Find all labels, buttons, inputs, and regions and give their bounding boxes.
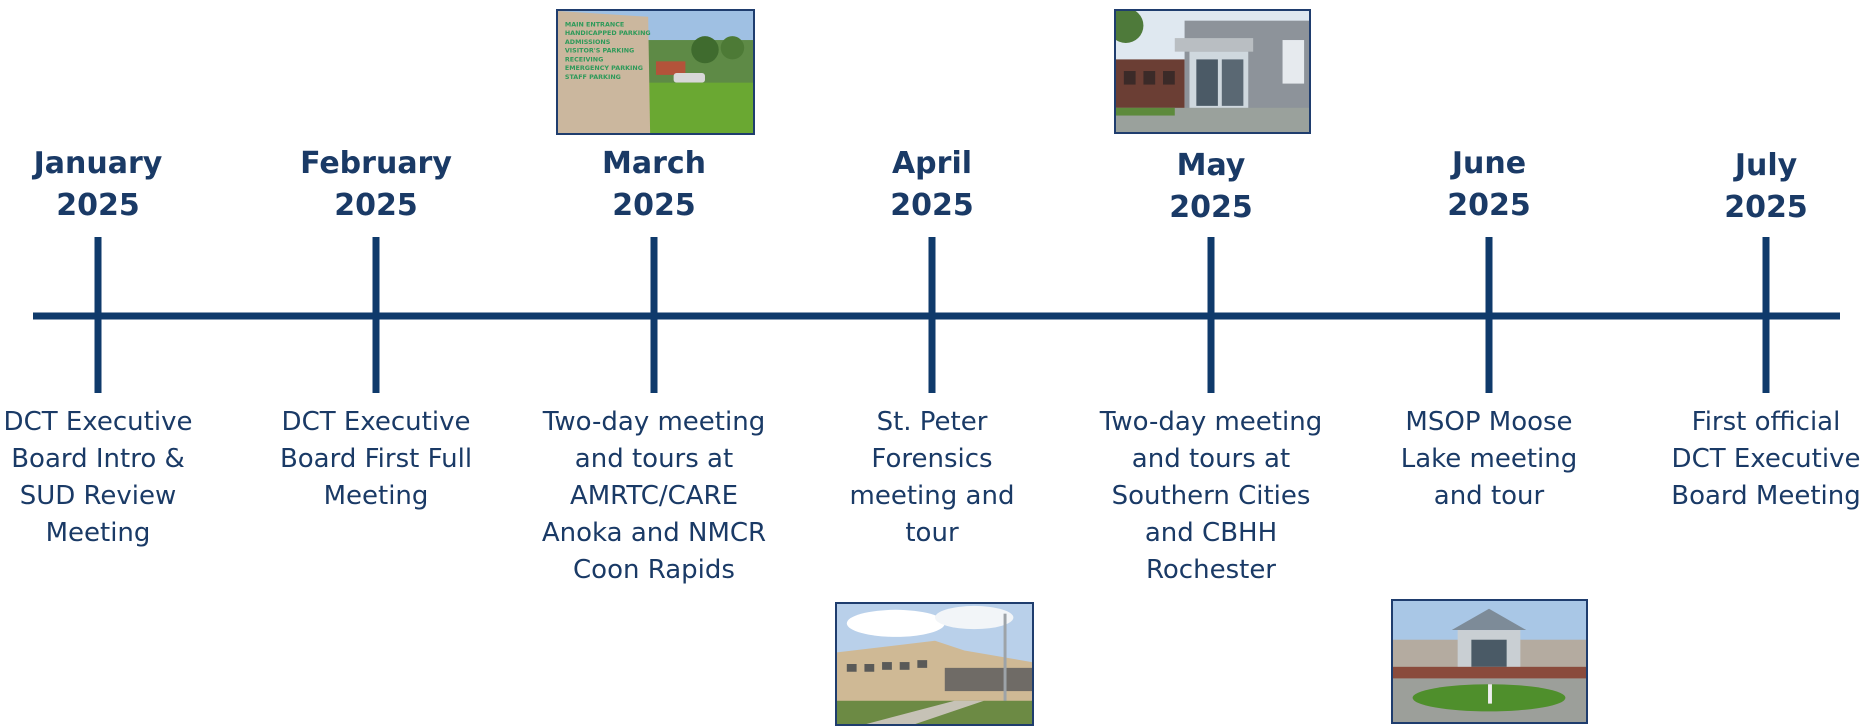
month-year: 2025 [890,188,974,223]
building-image [837,604,1032,724]
sign-text-line: HANDICAPPED PARKING [565,30,651,37]
month-year: 2025 [56,188,140,223]
milestone-label-july: July 2025 [1646,145,1876,229]
sign-text-line: MAIN ENTRANCE [565,22,624,29]
event-text-line: Lake meeting [1400,444,1578,474]
event-text-line: Board First Full [279,444,473,474]
event-text-line: Rochester [1146,555,1276,585]
event-text-line: Two-day meeting [542,407,766,437]
event-text-line: AMRTC/CARE [569,481,739,511]
sign-text-line: RECEIVING [565,56,603,63]
event-text-line: Anoka and NMCR [541,518,767,548]
event-text-line: DCT Executive [1671,444,1861,474]
sign-text-line: VISITOR'S PARKING [565,48,634,55]
event-text-line: and tours at [574,444,734,474]
event-text-line: DCT Executive [281,407,471,437]
event-text-line: DCT Executive [3,407,193,437]
sign-text-line: ADMISSIONS [565,39,611,46]
sign-text-line: STAFF PARKING [565,74,621,81]
milestone-label-january: January 2025 [0,143,218,227]
event-text-line: and tours at [1131,444,1291,474]
event-text-line: SUD Review [19,481,177,511]
month-name: March [601,146,707,181]
building-image [1116,11,1309,132]
sign-text-line: EMERGENCY PARKING [565,65,643,72]
event-text-line: tour [905,518,959,548]
milestone-label-march: March 2025 [534,143,774,227]
event-text-line: Two-day meeting [1099,407,1323,437]
month-year: 2025 [612,188,696,223]
event-text-line: meeting and [849,481,1015,511]
event-text-line: Board Meeting [1671,481,1861,511]
may-building-photo [1114,9,1311,134]
event-text-line: Meeting [323,481,429,511]
event-text-line: Coon Rapids [573,555,735,585]
event-text-line: MSOP Moose [1405,407,1573,437]
event-text-line: Board Intro & [11,444,185,474]
milestone-event-may: Two-day meeting and tours at Southern Citi… [1086,404,1336,589]
event-text-line: St. Peter [876,407,988,437]
month-name: May [1176,148,1246,183]
month-name: June [1451,146,1527,181]
month-year: 2025 [1169,190,1253,225]
month-name: April [891,146,973,181]
month-year: 2025 [1447,188,1531,223]
timeline-ticks [94,237,1770,393]
month-name: July [1734,148,1798,183]
event-text-line: First official [1691,407,1841,437]
event-text-line: and tour [1433,481,1545,511]
event-text-line: and CBHH [1144,518,1278,548]
event-text-line: Southern Cities [1111,481,1311,511]
month-name: February [300,146,452,181]
milestone-label-april: April 2025 [812,143,1052,227]
event-text-line: Meeting [45,518,151,548]
milestone-event-march: Two-day meeting and tours at AMRTC/CARE Ano… [529,404,779,589]
building-image [1393,601,1586,722]
month-name: January [33,146,163,181]
event-text-line: Forensics [871,444,993,474]
milestone-label-february: February 2025 [256,143,496,227]
month-year: 2025 [1724,190,1808,225]
milestone-label-may: May 2025 [1091,145,1331,229]
june-building-photo [1391,599,1588,724]
april-building-photo [835,602,1034,726]
month-year: 2025 [334,188,418,223]
milestone-label-june: June 2025 [1369,143,1609,227]
